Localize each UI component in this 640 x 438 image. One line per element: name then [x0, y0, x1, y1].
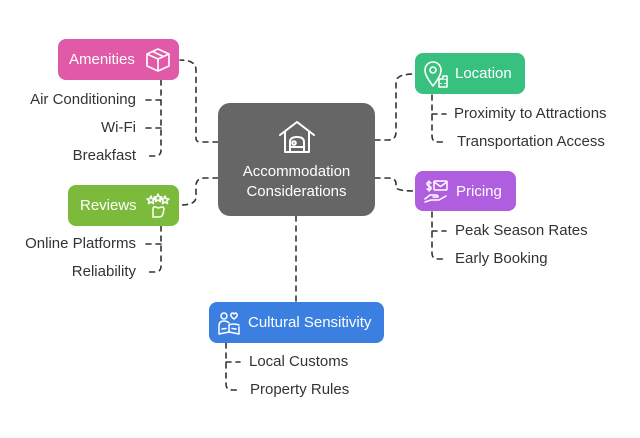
people-heart-icon — [218, 311, 240, 335]
connector-reviews-items — [145, 225, 162, 273]
connector-cultural-items — [225, 342, 241, 391]
center-node: Accommodation Considerations — [218, 103, 375, 216]
leaf-property-rules: Property Rules — [250, 381, 350, 398]
category-label: Reviews — [80, 197, 137, 214]
money-hand-icon — [424, 180, 448, 203]
category-location: Location — [415, 53, 525, 94]
category-amenities: Amenities — [58, 39, 179, 80]
category-label: Amenities — [69, 51, 135, 68]
category-label: Location — [455, 65, 512, 82]
connector-reviews — [179, 177, 219, 206]
center-title-line1: Accommodation — [242, 162, 351, 180]
category-pricing: Pricing — [415, 171, 516, 211]
leaf-proximity-to-attractions: Proximity to Attractions — [454, 105, 607, 122]
stars-hand-icon — [145, 192, 170, 218]
category-cultural-sensitivity: Cultural Sensitivity — [209, 302, 384, 343]
connector-amenities — [179, 59, 219, 143]
house-icon — [278, 120, 315, 153]
leaf-reliability: Reliability — [71, 263, 136, 280]
map-pin-icon — [424, 60, 448, 88]
connector-pricing — [374, 177, 416, 192]
leaf-local-customs: Local Customs — [249, 353, 349, 370]
connector-location — [374, 73, 416, 141]
connector-pricing-items — [431, 211, 447, 260]
leaf-wifi: Wi-Fi — [101, 119, 136, 136]
box-icon — [146, 47, 170, 72]
leaf-breakfast: Breakfast — [72, 147, 136, 164]
leaf-early-booking: Early Booking — [455, 250, 548, 267]
category-label: Cultural Sensitivity — [248, 314, 372, 331]
leaf-air-conditioning: Air Conditioning — [30, 91, 136, 108]
connector-location-items — [431, 94, 447, 143]
leaf-transportation-access: Transportation Access — [457, 133, 605, 150]
connector-amenities-items — [145, 79, 162, 157]
center-title-line2: Considerations — [246, 182, 347, 200]
leaf-online-platforms: Online Platforms — [25, 235, 136, 252]
category-label: Pricing — [456, 182, 502, 200]
category-reviews: Reviews — [68, 185, 179, 226]
leaf-peak-season-rates: Peak Season Rates — [455, 222, 588, 239]
